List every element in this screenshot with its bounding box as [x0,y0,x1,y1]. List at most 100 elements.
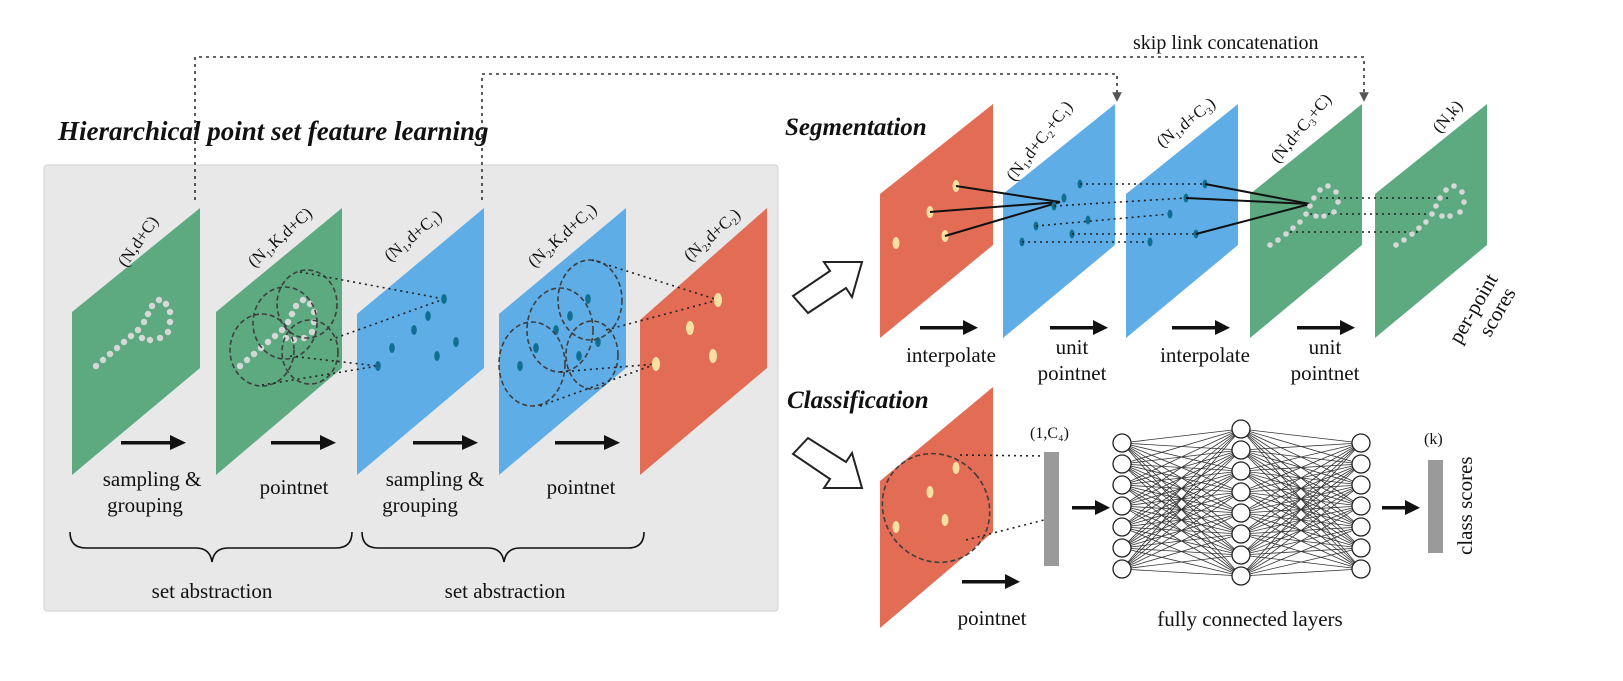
skip-link-label: skip link concatenation [1133,32,1319,54]
seg-dotted-connectors [1022,183,1450,243]
seg-arrow-2 [1050,320,1108,335]
seg-arrows [920,320,1355,335]
class-score-vector [1428,460,1443,553]
fc-edge [1121,533,1242,570]
op-label-2: pointnet [260,475,329,499]
interp-lines-2 [1185,183,1311,235]
plane-features-1 [357,208,484,475]
fc-edge [1121,470,1242,570]
fc-edge [1121,449,1242,570]
fc-edge [1240,442,1362,577]
seg-arrow-1 [920,320,978,335]
fc-edge [1240,442,1362,451]
seg-planes [880,104,1487,338]
seg-op-label-1: interpolate [906,343,996,367]
fc-edge [1121,428,1242,528]
seg-op-label-4a: unit [1309,335,1342,359]
plane-grouped-2 [499,208,626,475]
seg-arrow-3 [1172,320,1230,335]
op-label-1a: sampling & [103,467,202,491]
input-points [92,296,174,370]
fc-edge [1121,568,1242,577]
projection-lines-1 [261,271,445,386]
hollow-arrows [791,261,864,489]
fc-node [1231,566,1251,586]
set-abstraction-2: set abstraction [445,579,566,603]
seg-interp-2-points [1267,183,1341,248]
seg-plane-input [880,104,993,338]
fc-node [1351,517,1371,537]
fc-edge [1121,428,1242,549]
fc-edge [1240,505,1362,577]
fc-layers-label: fully connected layers [1157,607,1342,631]
fc-edge [1240,442,1362,514]
fc-edge [1121,491,1242,570]
fc-node [1231,524,1251,544]
fc-node [1112,538,1132,558]
cls-arrow-1 [962,574,1020,589]
fc-node [1231,482,1251,502]
seg-op-label-3: interpolate [1160,343,1250,367]
per-point-scores: per-point scores [1444,269,1521,347]
plane-input [72,208,200,475]
fc-edge [1121,428,1242,444]
fc-node [1112,496,1132,516]
seg-op-label-2a: unit [1056,335,1089,359]
cls-arrow-3 [1382,500,1420,515]
cls-group-circle [881,452,991,564]
plane-features-2 [640,208,767,475]
hier-op-labels: sampling & grouping pointnet sampling & … [103,467,616,517]
op-label-4: pointnet [547,475,616,499]
cls-arrow-2 [1072,500,1110,515]
seg-op-label-4b: pointnet [1291,361,1360,385]
seg-plane-interp-1 [1003,104,1115,338]
brace-1 [69,531,353,563]
fc-node [1231,503,1251,523]
seg-plane-interp-2 [1250,104,1362,338]
cls-plane [880,387,993,628]
arrow-4 [555,435,620,450]
interp-lines-1 [929,185,1061,237]
fc-node [1231,545,1251,565]
set-abstraction-1: set abstraction [152,579,273,603]
hier-planes [72,208,767,475]
fc-edge [1240,442,1362,556]
fc-edge [1240,428,1362,444]
fc-node [1351,454,1371,474]
op-label-3a: sampling & [386,467,485,491]
fc-edge [1240,442,1362,493]
fc-edge [1121,428,1242,570]
arrow-1 [121,435,186,450]
fc-node [1231,440,1251,460]
hollow-arrow-cls [791,436,864,489]
fc-node [1112,475,1132,495]
fc-edge [1121,512,1242,570]
classification-title: Classification [787,387,929,414]
fc-node [1231,419,1251,439]
fc-node [1351,496,1371,516]
fc-node [1351,433,1371,453]
arrow-3 [413,435,478,450]
fc-connections [1121,428,1362,577]
fc-nodes [1112,419,1371,586]
fc-edge [1240,442,1362,535]
fc-node [1231,461,1251,481]
cls-projection [959,454,1045,541]
cls-pointnet-label: pointnet [958,606,1027,630]
hier-arrows [121,435,620,450]
fc-edge [1121,554,1242,570]
op-label-3b: grouping [382,493,458,517]
seg-op-label-2b: pointnet [1038,361,1107,385]
seg-arrow-4 [1297,320,1355,335]
fc-node [1112,454,1132,474]
hollow-arrow-seg [791,261,864,315]
fc-edge [1121,428,1242,465]
fc-edge [1240,463,1362,577]
cls-points [892,462,960,533]
k-label: (k) [1424,431,1443,448]
class-scores-label: class scores [1453,456,1477,555]
arrow-2 [271,435,336,450]
global-feature-vector [1044,452,1059,566]
fc-edge [1121,428,1242,486]
